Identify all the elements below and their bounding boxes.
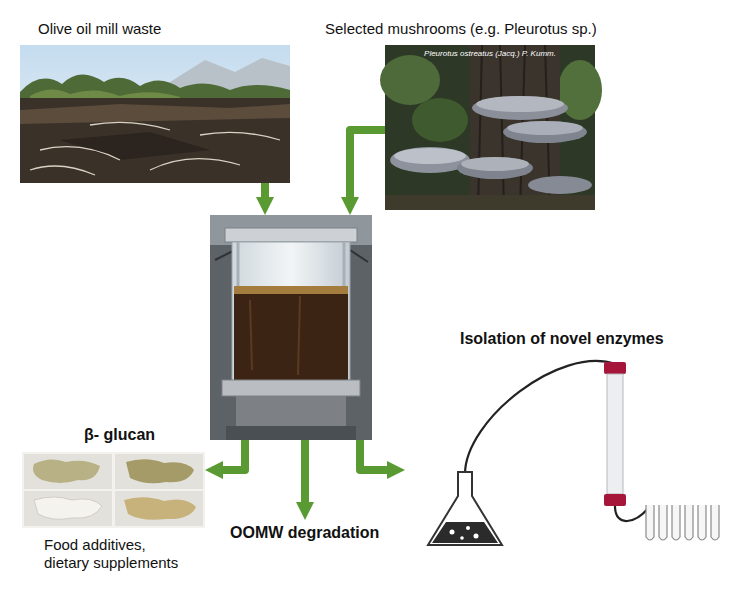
process-panel: Isolation of novel enzymes xyxy=(405,325,725,550)
reactor-photo-path xyxy=(250,296,300,375)
chromatography-icon-circle xyxy=(450,530,455,535)
glucan-photo-rect xyxy=(24,454,112,489)
product-caption: Food additives, dietary supplements xyxy=(44,536,194,572)
reactor-photo-rect xyxy=(222,380,360,396)
glucan-photo-rect xyxy=(115,491,203,526)
glucan-photo-path xyxy=(124,497,196,520)
glucan-photo xyxy=(22,452,205,528)
flow-arrow xyxy=(301,440,309,508)
photo-heading: Olive oil mill waste xyxy=(38,20,161,38)
chromatography-icon-g-path xyxy=(672,505,680,540)
flow-arrow xyxy=(360,440,393,470)
mushroom-photo-ellipse xyxy=(394,148,466,164)
mushroom-photo-ellipse xyxy=(457,157,533,179)
photo-frame: Selected mushrooms (e.g. Pleurotus sp.)P… xyxy=(385,45,595,210)
reactor-photo-rect xyxy=(210,215,372,245)
waste-photo-polygon xyxy=(20,104,290,124)
mushroom-photo-ellipse xyxy=(503,121,587,143)
flow-arrow xyxy=(261,183,269,203)
chromatography-icon-path xyxy=(428,472,502,545)
glucan-photo-path xyxy=(33,459,100,483)
outcome-text: OOMW degradation xyxy=(230,523,379,542)
product-heading: β- glucan xyxy=(84,425,155,444)
reactor-photo xyxy=(210,215,372,440)
mushroom-photo-ellipse xyxy=(472,96,568,120)
chromatography-icon-rect xyxy=(604,494,626,506)
glucan-photo-rect xyxy=(22,452,205,528)
chromatography-icon-path xyxy=(465,361,615,474)
chromatography-icon-rect xyxy=(607,374,623,494)
flow-arrow xyxy=(350,130,385,203)
photo-inscription: Pleurotus ostreatus (Jacq.) P. Kumm. xyxy=(385,49,595,59)
reactor-photo-rect xyxy=(236,396,346,426)
glucan-photo-path xyxy=(126,459,194,483)
chromatography-icon-g xyxy=(646,505,719,540)
chromatography-icon-circle xyxy=(474,534,479,539)
chromatography-icon-g-path xyxy=(646,505,654,540)
chromatography-icon-path xyxy=(615,506,650,521)
reactor-photo-rect xyxy=(225,228,357,242)
chromatography-icon-rect xyxy=(604,362,626,374)
mushroom-photo xyxy=(380,45,602,210)
chromatography-icon-g-path xyxy=(711,505,719,540)
chromatography-icon-g-path xyxy=(685,505,693,540)
reactor-frame xyxy=(210,215,372,440)
photo-frame: β- glucanFood additives, dietary supplem… xyxy=(22,452,205,528)
glucan-photo-path xyxy=(34,497,102,519)
reactor-photo-rect xyxy=(234,294,348,380)
process-heading: Isolation of novel enzymes xyxy=(460,329,664,348)
waste-photo-rect xyxy=(20,98,290,183)
reactor-photo-rect xyxy=(232,242,350,382)
reactor-photo-rect xyxy=(210,215,372,440)
waste-photo-rect xyxy=(20,45,290,183)
flow-arrow xyxy=(217,440,245,470)
chromatography-icon-g-path xyxy=(698,505,706,540)
chromatography-icon xyxy=(428,361,719,545)
mushroom-photo-ellipse xyxy=(528,176,592,194)
reactor-photo-rect xyxy=(234,286,348,294)
photo-frame: Olive oil mill waste xyxy=(20,45,290,183)
chromatography-icon-circle xyxy=(460,536,464,540)
waste-photo-path xyxy=(30,122,280,175)
mushroom-photo-ellipse xyxy=(476,96,564,112)
mushroom-photo-ellipse xyxy=(461,157,529,171)
outcome-label: OOMW degradation xyxy=(224,520,385,545)
waste-photo xyxy=(20,45,290,183)
chromatography-icon-circle xyxy=(466,526,470,530)
mushroom-photo-ellipse xyxy=(380,55,440,105)
glucan-photo-rect xyxy=(24,491,112,526)
reactor-photo-rect xyxy=(226,426,356,440)
waste-photo-polygon xyxy=(60,132,210,160)
chromatography-icon-g-path xyxy=(659,505,667,540)
mushroom-photo-ellipse xyxy=(412,98,468,142)
chromatography-icon-path xyxy=(432,522,498,543)
mushroom-photo-rect xyxy=(385,195,595,210)
photo-heading: Selected mushrooms (e.g. Pleurotus sp.) xyxy=(325,20,597,38)
mushroom-photo-ellipse xyxy=(507,121,583,135)
glucan-photo-rect xyxy=(115,454,203,489)
